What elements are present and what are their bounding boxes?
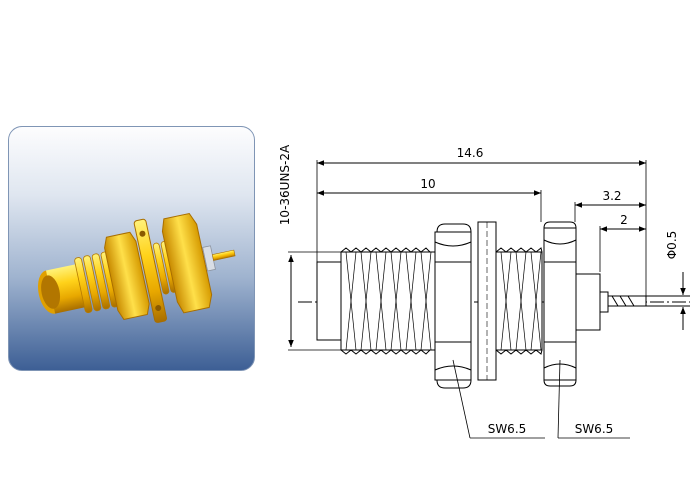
connector-3d-render — [37, 212, 236, 323]
product-photo-panel — [8, 126, 255, 371]
dim-overall-length: 14.6 — [457, 146, 484, 160]
thread-section-mid — [495, 247, 543, 355]
rear-body — [575, 273, 601, 331]
front-body — [316, 261, 342, 341]
dim-pin-length: 3.2 — [602, 189, 621, 203]
thread-section — [340, 247, 436, 355]
leader-left — [452, 359, 471, 439]
thread-spec-label: 10-36UNS-2A — [278, 144, 292, 225]
nut-label-left: SW6.5 — [488, 422, 527, 436]
insulator — [599, 291, 609, 313]
center-pin — [607, 295, 690, 307]
nut-label-right: SW6.5 — [575, 422, 614, 436]
hex-nut-right — [543, 221, 577, 387]
dim-pin-tip: 2 — [620, 213, 628, 227]
leader-right — [557, 359, 561, 439]
hex-nut-left — [434, 223, 472, 389]
dim-pin-diameter: Φ0.5 — [665, 231, 679, 260]
dim-thread-length: 10 — [420, 177, 435, 191]
